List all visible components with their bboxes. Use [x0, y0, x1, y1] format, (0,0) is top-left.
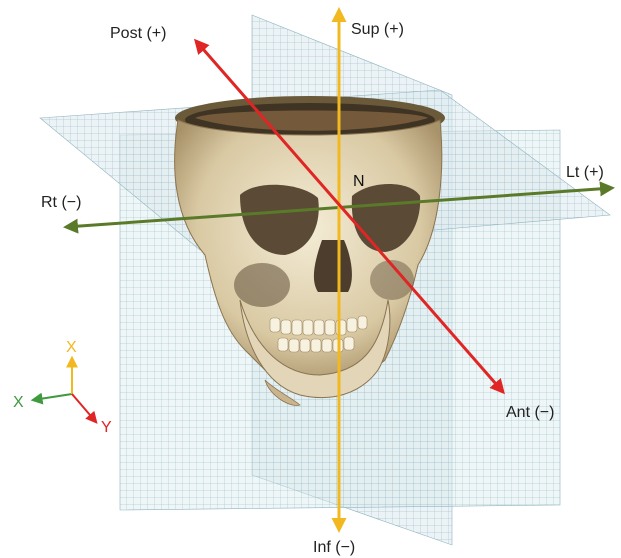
- ant-label: Ant (−): [506, 404, 554, 421]
- sup-label: Sup (+): [351, 21, 404, 38]
- triad-y-arrow: [72, 394, 96, 422]
- rt-label: Rt (−): [41, 194, 81, 211]
- orientation-triad: X X Y: [13, 339, 112, 436]
- triad-y-label: Y: [101, 419, 112, 436]
- lt-label: Lt (+): [566, 164, 604, 181]
- inf-label: Inf (−): [313, 539, 355, 556]
- origin-label: N: [353, 173, 365, 190]
- triad-x-horizontal-label: X: [13, 394, 24, 411]
- post-label: Post (+): [110, 25, 166, 42]
- nasal-cavity: [314, 240, 352, 292]
- triad-x-horizontal-arrow: [33, 394, 72, 400]
- triad-x-vertical-label: X: [66, 339, 77, 356]
